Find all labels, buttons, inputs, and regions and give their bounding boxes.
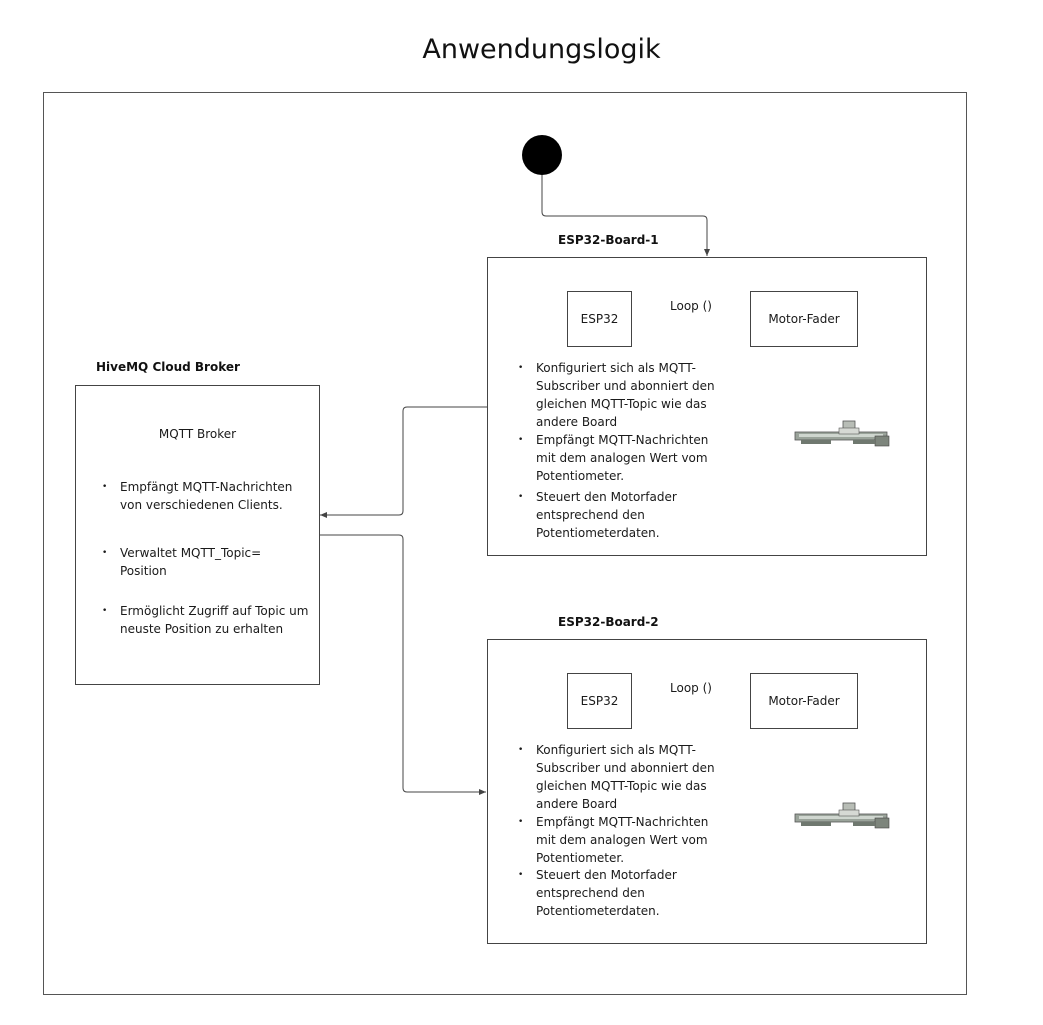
board2-bullet-3: Steuert den Motorfader entsprechend den … bbox=[516, 866, 716, 920]
broker-bullet-list: Empfängt MQTT-Nachrichten von verschiede… bbox=[100, 478, 300, 514]
board2-box: ESP32 Loop () Motor-Fader Konfiguriert s… bbox=[487, 639, 927, 944]
broker-heading: HiveMQ Cloud Broker bbox=[96, 360, 240, 374]
broker-bullet-1: Empfängt MQTT-Nachrichten von verschiede… bbox=[100, 478, 300, 514]
start-node-icon bbox=[522, 135, 562, 175]
start-to-board1-connector bbox=[541, 175, 710, 256]
board2-bullet-list: Konfiguriert sich als MQTT-Subscriber un… bbox=[516, 741, 716, 920]
motor-fader-icon bbox=[794, 802, 890, 829]
board1-motor-fader-box: Motor-Fader bbox=[750, 291, 858, 347]
diagram-frame bbox=[43, 92, 967, 995]
board2-esp32-box: ESP32 bbox=[567, 673, 632, 729]
board1-bullet-1: Konfiguriert sich als MQTT-Subscriber un… bbox=[516, 359, 716, 431]
broker-bullet-list-2: Verwaltet MQTT_Topic= Position bbox=[100, 544, 310, 580]
board1-bullet-list: Konfiguriert sich als MQTT-Subscriber un… bbox=[516, 359, 716, 542]
broker-bullet-2: Verwaltet MQTT_Topic= Position bbox=[100, 544, 310, 580]
broker-bullet-3: Ermöglicht Zugriff auf Topic um neuste P… bbox=[100, 602, 310, 638]
broker-box-title: MQTT Broker bbox=[158, 427, 237, 441]
board1-bullet-2: Empfängt MQTT-Nachrichten mit dem analog… bbox=[516, 431, 716, 485]
board2-bullet-1: Konfiguriert sich als MQTT-Subscriber un… bbox=[516, 741, 716, 813]
board1-to-broker-connector bbox=[320, 406, 487, 518]
broker-to-board2-connector bbox=[319, 534, 486, 795]
broker-bullet-list-3: Ermöglicht Zugriff auf Topic um neuste P… bbox=[100, 602, 310, 638]
board2-motor-fader-box: Motor-Fader bbox=[750, 673, 858, 729]
diagram-title: Anwendungslogik bbox=[422, 34, 661, 65]
board1-heading: ESP32-Board-1 bbox=[558, 233, 659, 247]
board1-box: ESP32 Loop () Motor-Fader Konfiguriert s… bbox=[487, 257, 927, 556]
broker-box: MQTT Broker Empfängt MQTT-Nachrichten vo… bbox=[75, 385, 320, 685]
board1-loop-label: Loop () bbox=[670, 299, 712, 313]
motor-fader-icon bbox=[794, 420, 890, 447]
board2-loop-label: Loop () bbox=[670, 681, 712, 695]
board2-bullet-2: Empfängt MQTT-Nachrichten mit dem analog… bbox=[516, 813, 716, 867]
board1-esp32-box: ESP32 bbox=[567, 291, 632, 347]
board2-heading: ESP32-Board-2 bbox=[558, 615, 659, 629]
board1-bullet-3: Steuert den Motorfader entsprechend den … bbox=[516, 488, 716, 542]
